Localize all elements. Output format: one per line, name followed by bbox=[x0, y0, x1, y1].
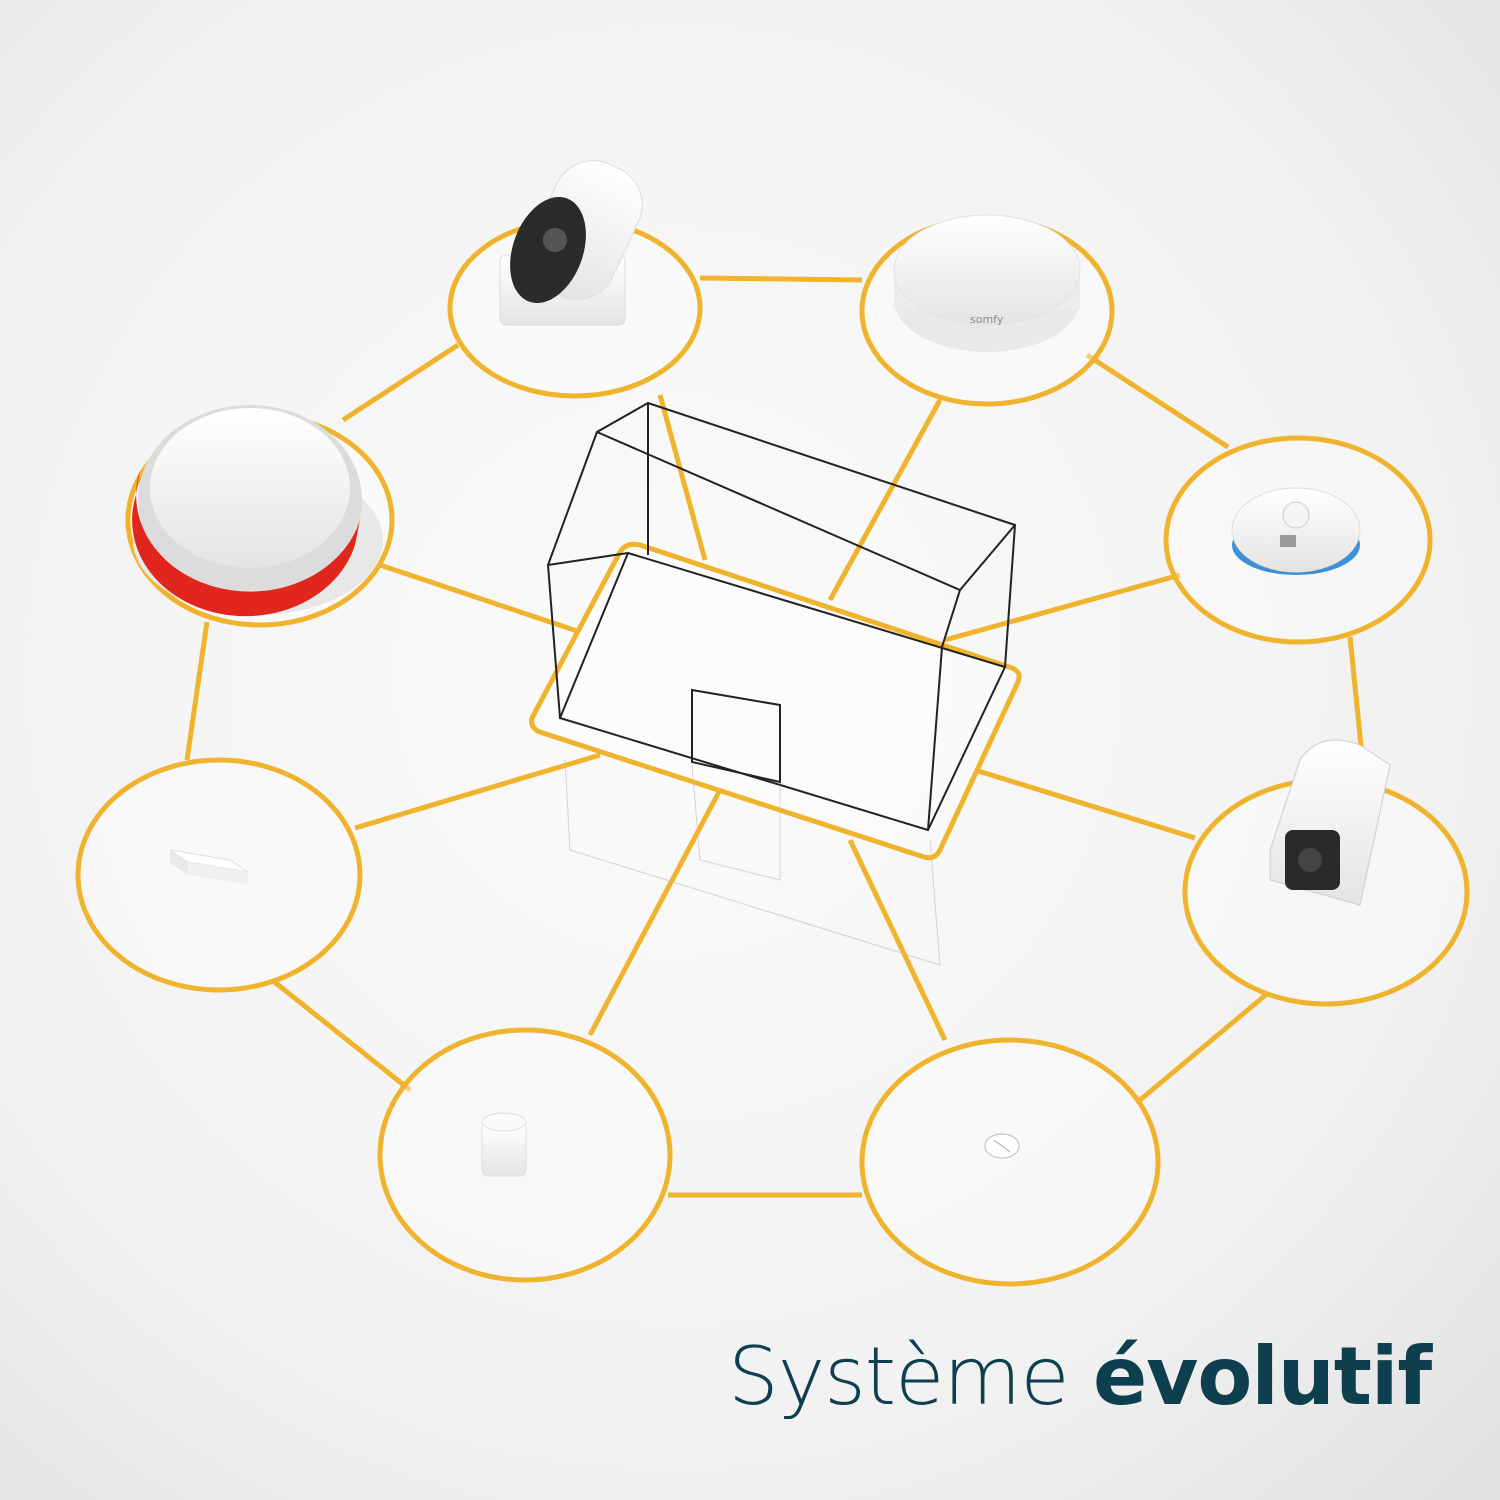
somfy-logo: somfy bbox=[970, 313, 1004, 326]
motion-sensor-icon bbox=[481, 1112, 527, 1177]
house-wireframe bbox=[546, 401, 1017, 832]
house-reflection bbox=[564, 759, 941, 966]
headline-bold: évolutif bbox=[1092, 1330, 1432, 1423]
key-fob-icon bbox=[984, 1133, 1020, 1159]
house-floor-plate bbox=[529, 541, 1022, 861]
door-sensor-icon bbox=[169, 849, 249, 884]
smoke-detector-icon bbox=[1231, 487, 1361, 575]
connection-lines bbox=[184, 275, 1368, 1198]
siren-icon bbox=[132, 405, 383, 617]
indoor-camera-icon bbox=[1269, 739, 1391, 906]
outdoor-camera-icon bbox=[499, 160, 643, 326]
headline-regular: Système bbox=[728, 1330, 1070, 1423]
headline: Système évolutif bbox=[728, 1330, 1432, 1423]
ring-key-fob bbox=[859, 1037, 1161, 1287]
hub-icon: somfy bbox=[893, 214, 1081, 352]
